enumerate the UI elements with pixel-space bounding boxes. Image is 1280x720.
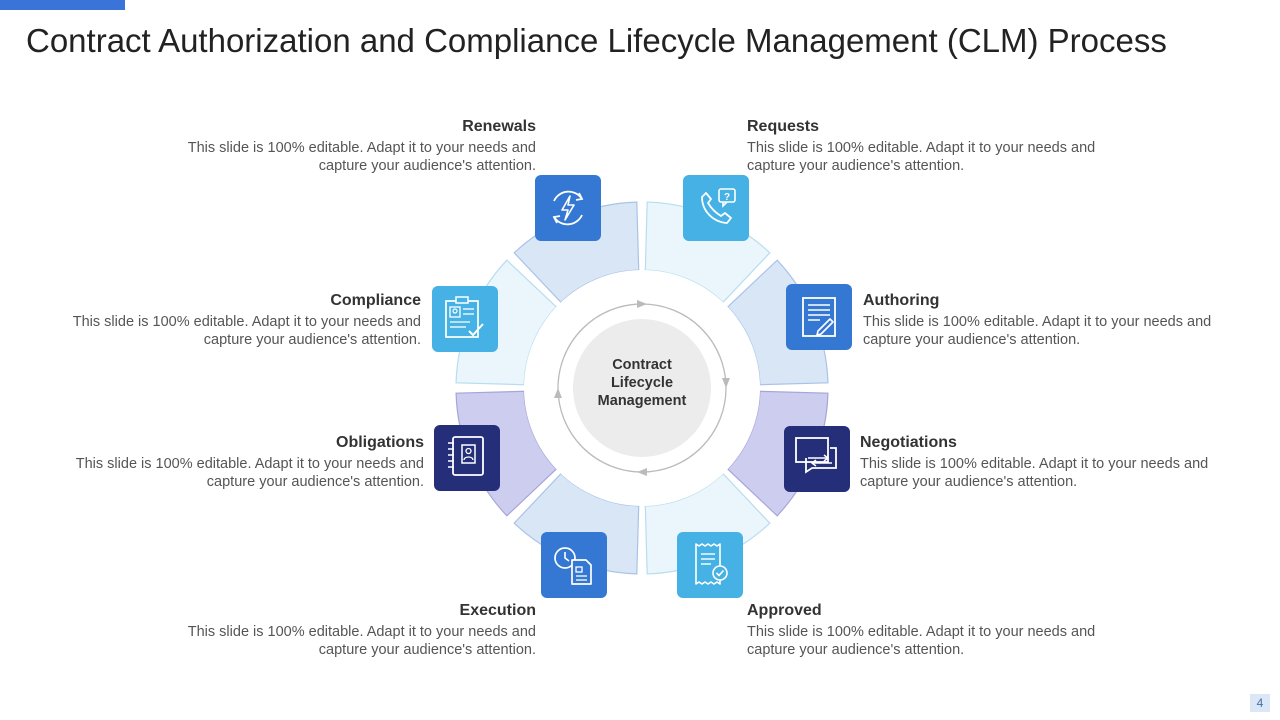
stage-description: This slide is 100% editable. Adapt it to… [187,624,536,658]
stage-title: Authoring [863,292,940,309]
renew-lightning-icon [552,190,584,226]
stage-description: This slide is 100% editable. Adapt it to… [187,140,536,174]
stage-negotiations: Negotiations This slide is 100% editable… [860,433,1240,491]
page-title: Contract Authorization and Compliance Li… [26,22,1167,59]
stage-title: Approved [747,602,822,619]
arrowhead-icon [722,378,730,388]
stage-description: This slide is 100% editable. Adapt it to… [75,456,424,490]
svg-text:?: ? [724,192,730,203]
cycle-arrow [641,303,727,389]
tile-renewals [535,175,601,241]
clock-document-icon [554,547,592,585]
stage-title: Requests [747,118,820,135]
arrowhead-icon [637,468,647,476]
center-line: Lifecycle [610,375,674,391]
stage-description: This slide is 100% editable. Adapt it to… [747,624,1096,658]
tile-approved [677,532,743,598]
stage-title: Obligations [336,434,424,451]
chat-exchange-icon [795,437,837,474]
center-label: Contract Lifecycle Management [572,356,712,410]
page-number: 4 [1250,694,1270,712]
cycle-arrow [557,303,643,389]
stage-approved: Approved This slide is 100% editable. Ad… [747,601,1127,659]
center-line: Contract [612,357,672,373]
cycle-arrow [557,387,643,473]
stage-title: Negotiations [860,434,957,451]
stage-description: This slide is 100% editable. Adapt it to… [72,314,421,348]
stage-description: This slide is 100% editable. Adapt it to… [863,314,1212,348]
stage-description: This slide is 100% editable. Adapt it to… [860,456,1209,490]
arrowhead-icon [637,300,647,308]
notebook-id-icon [448,436,484,476]
stage-execution: Execution This slide is 100% editable. A… [156,601,536,659]
tile-obligations [434,425,500,491]
stage-requests: Requests This slide is 100% editable. Ad… [747,117,1127,175]
phone-question-icon: ? [701,188,736,224]
tile-compliance [432,286,498,352]
tile-negotiations [784,426,850,492]
tile-requests: ? [683,175,749,241]
cycle-arrow [641,387,727,473]
stage-obligations: Obligations This slide is 100% editable.… [44,433,424,491]
stage-renewals: Renewals This slide is 100% editable. Ad… [156,117,536,175]
center-line: Management [597,393,687,409]
tile-authoring [786,284,852,350]
arrowhead-icon [554,388,562,398]
clipboard-check-icon [445,296,484,338]
accent-bar [0,0,125,10]
document-pen-icon [802,297,836,337]
tile-execution [541,532,607,598]
stage-title: Compliance [330,292,421,309]
stage-compliance: Compliance This slide is 100% editable. … [41,291,421,349]
center-circle [573,319,711,457]
receipt-check-icon [695,543,728,585]
stage-title: Execution [459,602,536,619]
stage-title: Renewals [462,118,536,135]
stage-authoring: Authoring This slide is 100% editable. A… [863,291,1243,349]
stage-description: This slide is 100% editable. Adapt it to… [747,140,1096,174]
